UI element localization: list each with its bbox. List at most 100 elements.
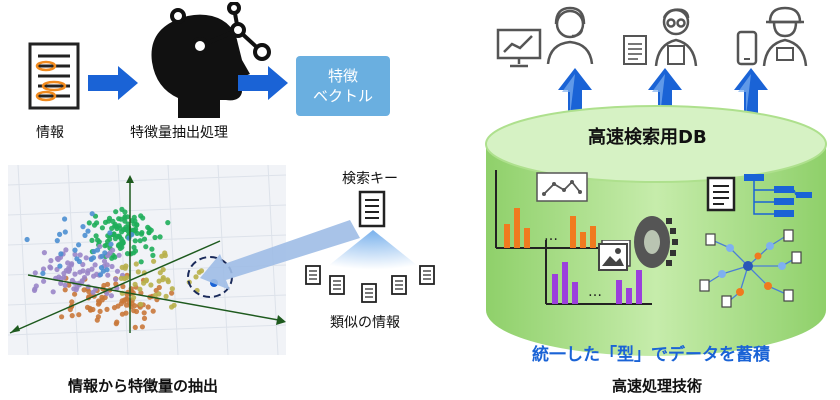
similar-documents-icon [305,265,435,303]
image-icon [598,240,631,271]
scatter-point [128,251,134,257]
scatter-point [150,252,156,258]
scatter-point [50,289,56,295]
scatter-point [141,236,148,242]
scatter-point [148,227,154,233]
scatter-point [65,267,71,273]
feature-box-line-1: 特徴 [327,67,358,85]
db-slogan: 統一した「型」でデータを蓄積 [532,345,770,365]
scatter-point [114,268,121,274]
scatter-point [33,283,39,289]
scatter-point [97,308,103,314]
scatter-point [130,227,136,233]
scatter-point [76,312,82,318]
scatter-point [113,321,119,327]
scatter-point [72,247,78,253]
scatter-point [132,248,139,254]
scatter-point [99,253,105,259]
scatter-point [165,277,171,283]
scatter-point [66,282,72,288]
orange-bar-chart: … [495,170,602,249]
scatter-point [68,262,74,268]
scatter-point [122,226,128,232]
scatter-point [54,238,60,244]
scatter-point [101,258,108,264]
scatter-point [91,273,97,279]
scatter-point [80,224,86,230]
scatter-point [32,270,38,276]
scatter-plot-3d [8,165,286,355]
scatter-point [41,278,47,284]
scatter-point [107,230,113,236]
scatter-point [54,266,60,273]
scatter-point [141,315,148,321]
scatter-point [24,236,30,243]
scatter-point [124,275,130,281]
scatter-point [90,255,97,261]
scatter-point [131,308,137,314]
scatter-point [138,259,144,265]
scatter-point [104,242,110,248]
up-arrow-icon [648,68,682,118]
scatter-point [72,271,78,277]
scatter-point [69,313,75,319]
scatter-point [113,209,119,215]
scatter-point [54,256,61,262]
document-small-icon [623,35,647,65]
feature-box-line-2: ベクトル [312,87,373,105]
document-list-icon [706,176,736,212]
svg-text:…: … [544,228,558,244]
scatter-point [59,314,65,320]
scatter-point [193,274,199,280]
scatter-point [152,292,158,298]
scatter-point [31,287,38,293]
scatter-svg [8,165,286,355]
scatter-point [141,310,147,316]
network-graph-icon [699,229,802,308]
scatter-point [165,220,171,226]
scatter-point [62,282,68,288]
arrow-right-icon [88,66,138,100]
search-glow [318,230,428,274]
scatter-point [82,232,88,238]
scatter-point [110,247,116,253]
scatter-point [85,270,91,276]
scatter-point [76,258,82,265]
scatter-point [112,254,118,260]
scatter-point [138,213,144,219]
scatter-point [63,247,69,253]
search-key-label: 検索キー [342,171,398,187]
scatter-point [116,252,122,258]
scatter-point [47,264,53,270]
scatter-point [156,284,162,291]
scatter-point [162,250,168,256]
scatter-point [91,248,97,255]
scatter-point [72,251,78,258]
scatter-point [76,242,82,248]
scatter-point [169,290,175,296]
up-arrow-icon [558,68,592,118]
scatter-point [122,265,128,271]
scatter-point [105,272,111,278]
person-glasses-icon [654,8,698,66]
scatter-point [198,268,205,274]
scatter-point [58,251,64,257]
scatter-point [67,306,73,313]
scatter-point [119,240,125,246]
scatter-point [110,218,116,224]
feature-vector-box: 特徴 ベクトル [296,56,390,116]
scatter-point [72,291,78,297]
scatter-point [62,216,68,222]
scatter-point [148,282,154,288]
scatter-point [133,261,139,267]
scatter-point [169,286,175,292]
scatter-point [69,299,75,305]
scatter-point [145,224,151,230]
scatter-point [104,306,110,312]
scatter-point [143,244,149,250]
scatter-point [92,262,98,268]
scatter-point [62,287,68,293]
scatter-point [116,233,122,239]
scatter-point [145,304,151,310]
scatter-point [80,261,86,268]
